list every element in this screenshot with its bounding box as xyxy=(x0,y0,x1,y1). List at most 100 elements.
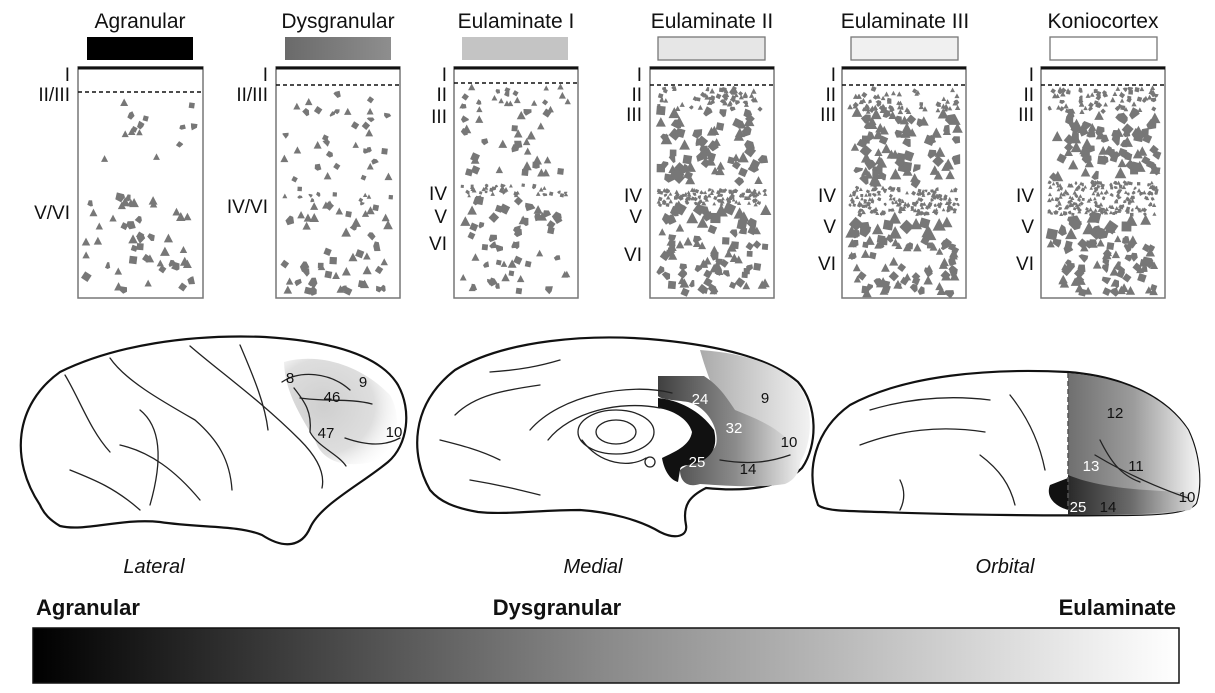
neuron-cell xyxy=(935,247,944,255)
neuron-cell xyxy=(541,99,549,106)
neuron-cell xyxy=(675,192,680,198)
neuron-cell xyxy=(1116,269,1125,279)
neuron-cell xyxy=(537,168,546,177)
neuron-cell xyxy=(1102,287,1111,296)
neuron-cell xyxy=(876,157,888,168)
neuron-cell xyxy=(743,195,748,200)
neuron-cell xyxy=(883,202,887,207)
sulcus xyxy=(719,454,791,464)
neuron-cell xyxy=(952,100,958,106)
neuron-cell xyxy=(899,115,910,125)
column-koniocortex: Koniocortex I II III IV V VI xyxy=(1016,10,1166,299)
neuron-cell xyxy=(1119,92,1126,99)
neuron-cell xyxy=(658,228,666,236)
neuron-cell xyxy=(860,196,864,201)
neuron-cell xyxy=(1140,266,1148,273)
neuron-cell xyxy=(942,158,954,170)
neuron-cell xyxy=(760,204,772,215)
neuron-cell xyxy=(863,198,868,203)
neuron-cell xyxy=(1077,202,1082,207)
neuron-cell xyxy=(1052,238,1062,248)
neuron-cell xyxy=(516,110,526,120)
area-label: 13 xyxy=(1083,458,1100,475)
neuron-cell xyxy=(738,211,750,222)
neuron-cell xyxy=(912,88,918,94)
neuron-cell xyxy=(1109,266,1119,276)
neuron-cell xyxy=(1093,187,1099,192)
neuron-cell xyxy=(734,92,739,98)
neuron-cell xyxy=(1150,184,1155,189)
neuron-cell xyxy=(1088,102,1094,108)
neuron-cell xyxy=(872,94,878,100)
neuron-cell xyxy=(322,201,330,209)
neuron-cell xyxy=(718,188,724,193)
neuron-cell xyxy=(537,212,547,221)
neuron-cell xyxy=(934,146,946,157)
neuron-cell xyxy=(719,201,724,206)
neuron-cell xyxy=(1134,87,1140,93)
neuron-cell xyxy=(1144,286,1153,294)
neuron-cell xyxy=(886,149,897,159)
neuron-cell xyxy=(880,185,886,190)
neuron-cell xyxy=(896,100,901,105)
layer-label: VI xyxy=(429,234,447,255)
neuron-cell xyxy=(686,190,691,194)
neuron-cell xyxy=(857,271,867,281)
neuron-cell xyxy=(1080,243,1089,252)
medial-area-shading xyxy=(658,376,801,487)
neuron-cell xyxy=(722,100,728,106)
neuron-cell xyxy=(724,249,733,258)
neuron-cell xyxy=(516,275,525,283)
neuron-cell xyxy=(868,107,875,113)
neuron-cell xyxy=(89,208,98,217)
neuron-cell xyxy=(563,192,569,197)
neuron-cell xyxy=(1058,274,1068,284)
neuron-cell xyxy=(910,176,921,189)
layer-label: IV xyxy=(818,186,836,207)
neuron-cell xyxy=(1137,146,1148,156)
neuron-cell xyxy=(513,227,522,238)
neuron-cell xyxy=(521,183,526,188)
neuron-cell xyxy=(476,106,483,113)
neuron-cell xyxy=(1061,192,1066,197)
neuron-cell xyxy=(738,94,744,100)
neuron-cell xyxy=(507,259,517,268)
area-label: 12 xyxy=(1107,405,1124,422)
neuron-cell xyxy=(852,263,861,272)
neuron-cell xyxy=(735,100,740,105)
neuron-cell xyxy=(864,103,869,108)
neuron-cell xyxy=(498,98,504,104)
neuron-cell xyxy=(1129,107,1140,120)
neuron-cell xyxy=(728,190,733,195)
neuron-cell xyxy=(187,276,195,285)
neuron-cell xyxy=(925,264,934,272)
neuron-cell xyxy=(1077,197,1081,202)
neuron-cell xyxy=(1117,158,1127,168)
neuron-cell xyxy=(1048,184,1053,189)
neuron-cell xyxy=(1078,254,1089,263)
neuron-cell xyxy=(135,231,145,240)
neuron-cell xyxy=(746,250,753,257)
neuron-cell xyxy=(683,192,688,197)
neuron-cell xyxy=(757,106,763,112)
neuron-cell xyxy=(860,152,872,163)
neuron-cell xyxy=(709,190,714,195)
neuron-cell xyxy=(1059,212,1064,216)
neuron-cell xyxy=(1081,138,1093,149)
neuron-cell xyxy=(913,243,922,252)
neuron-cell xyxy=(923,189,928,193)
neuron-cell xyxy=(1047,197,1052,203)
layer-label: VI xyxy=(818,254,836,275)
neuron-cell xyxy=(1152,211,1157,216)
neuron-cell xyxy=(470,155,480,164)
neuron-cell xyxy=(860,97,867,103)
neuron-cell xyxy=(746,195,752,200)
neuron-cell xyxy=(1093,188,1098,193)
neuron-cell xyxy=(557,168,564,175)
neuron-cell xyxy=(679,101,685,107)
neuron-cell xyxy=(1095,129,1106,140)
neuron-cell xyxy=(948,264,957,274)
neuron-cell xyxy=(1052,92,1058,99)
neuron-cell xyxy=(1101,196,1106,201)
